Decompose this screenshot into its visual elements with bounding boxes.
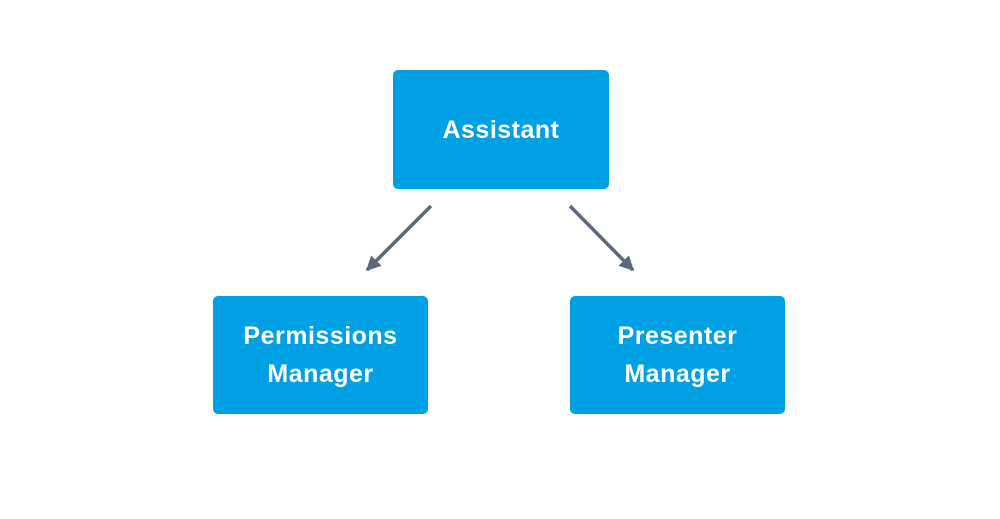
node-permissions-manager: Permissions Manager (213, 296, 428, 414)
node-assistant: Assistant (393, 70, 609, 189)
node-permissions-manager-label: Permissions Manager (243, 322, 398, 388)
node-presenter-manager-label: Presenter Manager (617, 322, 738, 388)
arrow-assistant-to-permissions-manager (365, 204, 433, 272)
arrow-assistant-to-presenter-manager (568, 204, 635, 272)
node-assistant-label: Assistant (442, 115, 560, 144)
node-presenter-manager: Presenter Manager (570, 296, 785, 414)
